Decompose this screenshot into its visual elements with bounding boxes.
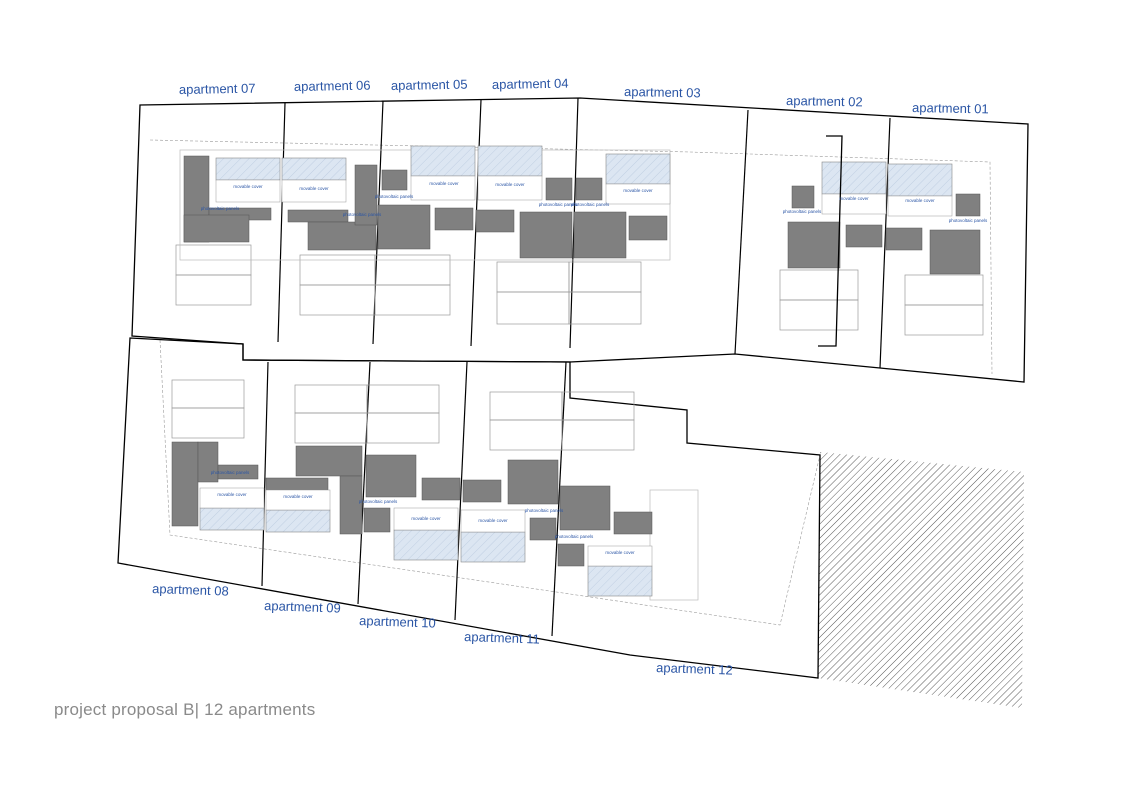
photovoltaic-label: photovoltaic panels (555, 534, 594, 539)
apartment-label-05: apartment 05 (391, 77, 468, 93)
section-arrow (818, 135, 843, 347)
apartment-label-09: apartment 09 (264, 598, 341, 616)
photovoltaic-label: photovoltaic panels (525, 508, 564, 513)
building-block-top-left (175, 145, 671, 325)
apartment-label-10: apartment 10 (359, 613, 436, 631)
site-boundary-bottom (117, 337, 821, 679)
apartment-label-12: apartment 12 (656, 660, 733, 678)
apartment-label-08: apartment 08 (152, 581, 229, 599)
movable-cover-label: movable cover (217, 492, 247, 497)
movable-cover-label: movable cover (429, 181, 459, 186)
movable-cover-label: movable cover (839, 196, 869, 201)
apartment-label-02: apartment 02 (786, 93, 863, 109)
movable-cover-label: movable cover (283, 494, 313, 499)
photovoltaic-label: photovoltaic panels (539, 202, 578, 207)
building-block-bottom (171, 379, 699, 601)
apartment-label-03: apartment 03 (624, 84, 701, 100)
photovoltaic-label: photovoltaic panels (211, 470, 250, 475)
movable-cover-label: movable cover (495, 182, 525, 187)
photovoltaic-label: photovoltaic panels (201, 206, 240, 211)
apartment-labels-bottom: apartment 08 apartment 09 apartment 10 a… (152, 581, 733, 678)
photovoltaic-label: photovoltaic panels (343, 212, 382, 217)
apartment-label-01: apartment 01 (912, 100, 989, 116)
page-caption: project proposal B| 12 apartments (54, 700, 316, 719)
photovoltaic-label: photovoltaic panels (949, 218, 988, 223)
building-block-top-right (779, 135, 984, 347)
apartment-label-04: apartment 04 (492, 76, 569, 92)
photovoltaic-label: photovoltaic panels (359, 499, 398, 504)
movable-cover-label: movable cover (623, 188, 653, 193)
photovoltaic-label: photovoltaic panels (375, 194, 414, 199)
photovoltaic-label: photovoltaic panels (783, 209, 822, 214)
apartment-label-06: apartment 06 (294, 78, 371, 94)
movable-cover-label: movable cover (605, 550, 635, 555)
apartment-label-11: apartment 11 (464, 629, 540, 647)
room-labels: movable cover movable cover movable cove… (201, 181, 988, 555)
apartment-labels-top: apartment 07 apartment 06 apartment 05 a… (179, 76, 989, 117)
plot-dividers-bottom (261, 361, 567, 637)
movable-cover-label: movable cover (478, 518, 508, 523)
photovoltaic-label: photovoltaic panels (571, 202, 610, 207)
apartment-label-07: apartment 07 (179, 81, 256, 97)
movable-cover-label: movable cover (411, 516, 441, 521)
movable-cover-label: movable cover (299, 186, 329, 191)
hatched-area (818, 452, 1024, 708)
movable-cover-label: movable cover (233, 184, 263, 189)
movable-cover-label: movable cover (905, 198, 935, 203)
